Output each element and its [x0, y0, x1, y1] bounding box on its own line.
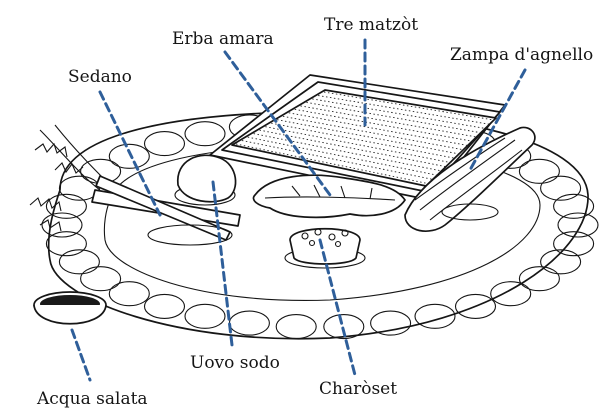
salt-water-bowl [34, 292, 106, 324]
label-uovo-sodo: Uovo sodo [190, 353, 280, 373]
label-tre-matzot: Tre matzòt [324, 15, 418, 35]
leader-acqua [72, 330, 90, 380]
label-sedano: Sedano [68, 67, 132, 87]
label-erba-amara: Erba amara [172, 29, 274, 49]
label-acqua-salata: Acqua salata [36, 389, 148, 409]
label-charoset: Charòset [319, 379, 397, 399]
label-zampa-agnello: Zampa d'agnello [450, 45, 593, 65]
